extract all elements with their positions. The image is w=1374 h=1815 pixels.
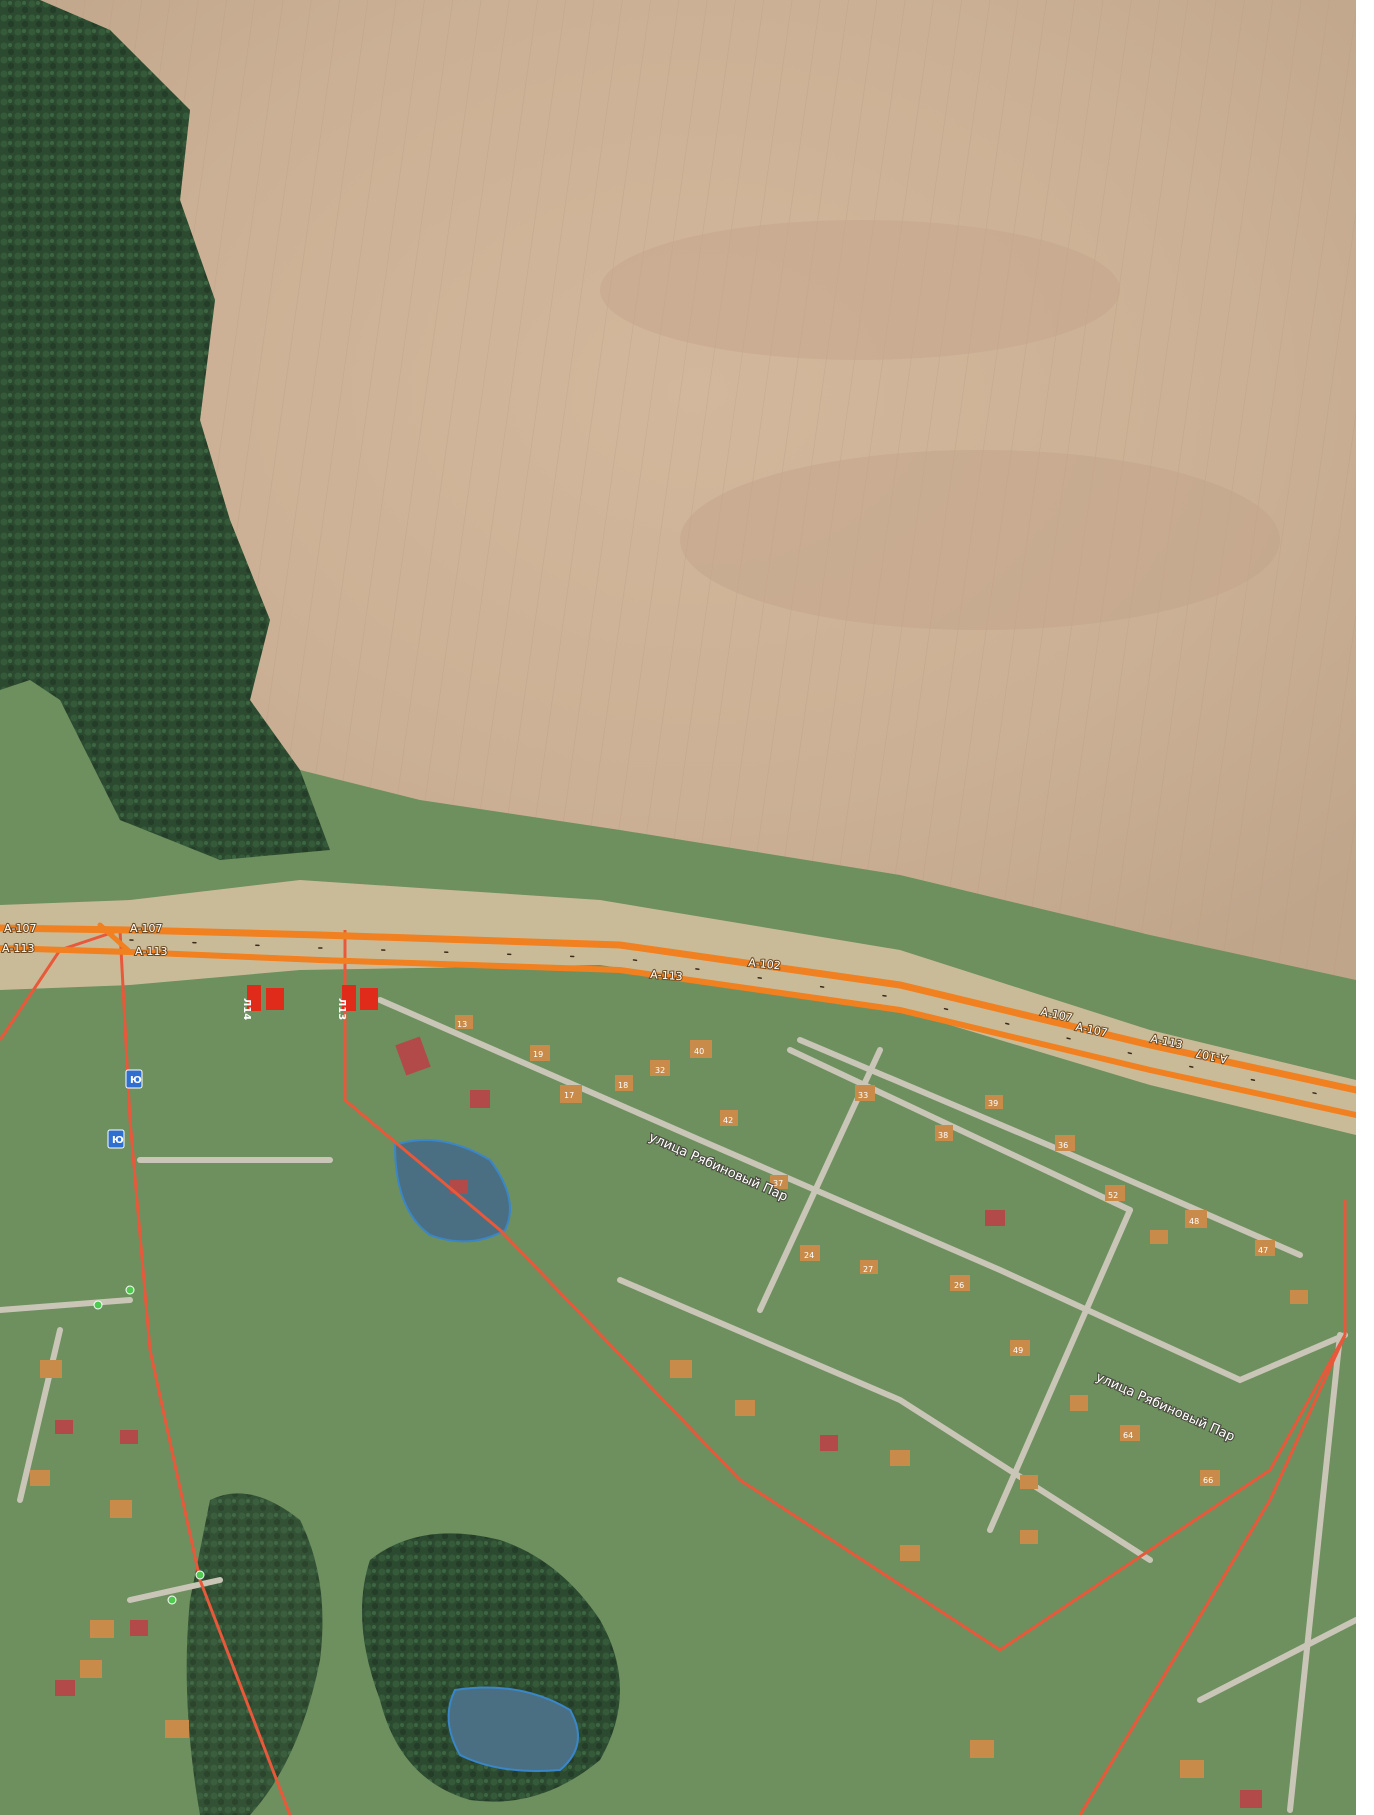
house-number: 40 [694,1047,704,1056]
house-number: 37 [773,1179,783,1188]
highway-label: А-113 [650,968,683,983]
map-marker-icon[interactable]: Л13 [336,985,378,1020]
highway-labels: А-107 А-113 А-107 А-113 А-102 А-113 А-10… [1,921,1230,1067]
house-number: 52 [1108,1191,1118,1200]
house-number: 66 [1203,1476,1213,1485]
house-number: 47 [1258,1246,1268,1255]
house-number: 39 [988,1099,998,1108]
house-number: 42 [723,1116,733,1125]
highway-label: А-113 [135,945,168,958]
field-patch [680,450,1280,630]
house-numbers: 13 19 17 18 32 40 42 37 33 38 39 36 52 4… [457,1020,1268,1485]
house-number: 64 [1123,1431,1133,1440]
house-number: 27 [863,1265,873,1274]
road-corridor [0,880,1356,1135]
route-shield-icon[interactable]: Ю [125,1069,143,1089]
highway-label: А-107 [130,922,163,935]
house-number: 36 [1058,1141,1068,1150]
house-number: 38 [938,1131,948,1140]
highway-label: А-102 [748,956,782,972]
house-number: 19 [533,1050,543,1059]
territory-boundary [0,928,1347,1815]
house-number: 48 [1189,1217,1199,1226]
marker-label: Л13 [336,998,347,1020]
pond-south [447,1686,579,1772]
forest-area [0,0,330,860]
highway-label: А-107 [4,922,37,935]
house-number: 49 [1013,1346,1023,1355]
marker-label: Л14 [241,998,252,1020]
route-shield-icon[interactable]: Ю [107,1129,125,1149]
house-number: 24 [804,1251,814,1260]
house-number: 13 [457,1020,467,1029]
house-number: 33 [858,1091,868,1100]
map-marker-icon[interactable]: Л14 [241,985,284,1020]
house-number: 32 [655,1066,665,1075]
bus-stop-icon[interactable] [93,1285,205,1605]
shield-label: Ю [130,1075,142,1086]
highways [0,922,1360,1118]
house-number: 26 [954,1281,964,1290]
frame-border [1356,0,1374,1815]
forest-area-southwest [186,1493,323,1815]
field-patch [600,220,1120,360]
highway-label: А-113 [2,942,35,955]
village-houses [30,1015,1308,1808]
house-number: 17 [564,1091,574,1100]
shield-label: Ю [112,1135,124,1146]
house-number: 18 [618,1081,628,1090]
